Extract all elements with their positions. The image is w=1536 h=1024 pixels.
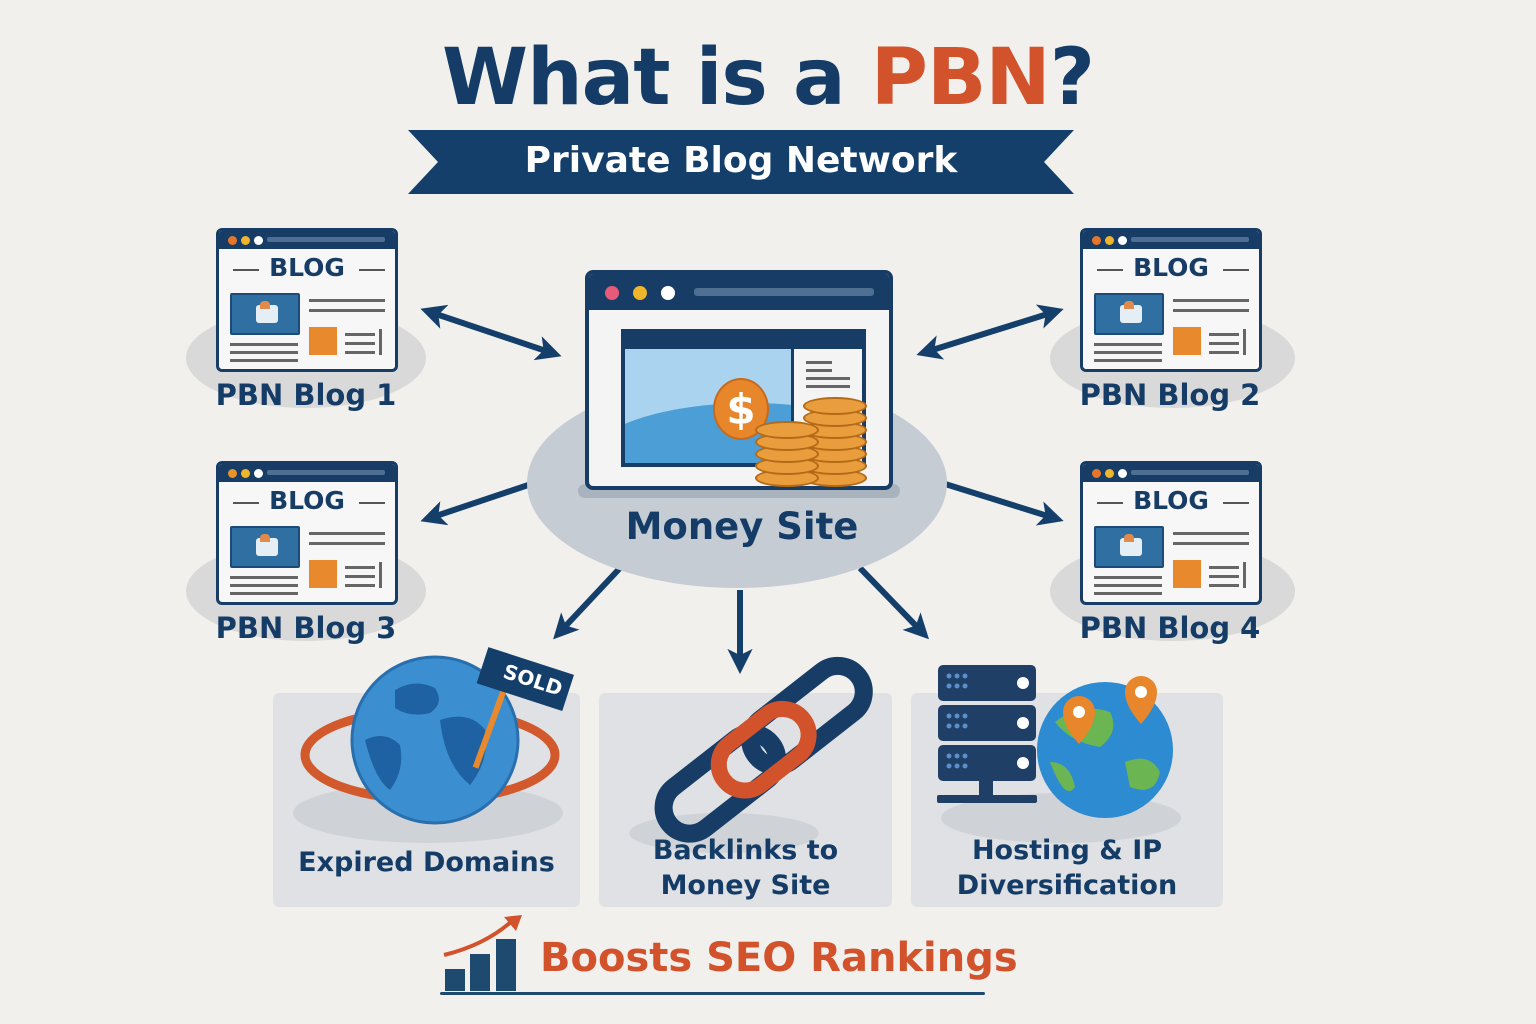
feature-label-line2: Money Site (660, 870, 831, 901)
image-icon (1094, 526, 1164, 568)
globe-sold-sign-icon (300, 647, 574, 825)
subtitle: Private Blog Network (524, 140, 958, 181)
image-icon (1094, 293, 1164, 335)
money-site-label: Money Site (625, 505, 859, 548)
blog-label: PBN Blog 4 (1079, 611, 1261, 645)
subtitle-ribbon (408, 130, 1074, 194)
title-suffix: ? (1049, 33, 1095, 123)
blog-label: PBN Blog 3 (215, 611, 397, 645)
server-globe-icon (937, 665, 1173, 818)
blog-label: PBN Blog 2 (1079, 378, 1261, 412)
coin-stack-icon (755, 395, 875, 495)
blog-heading: BLOG (1133, 253, 1209, 282)
seo-underline (440, 992, 985, 995)
url-bar (694, 288, 874, 296)
orange-square-icon (309, 560, 337, 588)
arrow-blog2-money (916, 304, 1064, 360)
arrow-blog1-money (420, 304, 562, 361)
feature-label-line2: Diversification (956, 870, 1178, 901)
pbn-blog-2[interactable]: BLOG PBN Blog 2 (1050, 228, 1320, 428)
pbn-blog-3[interactable]: BLOG PBN Blog 3 (186, 461, 456, 661)
feature-label-line1: Hosting & IP (971, 835, 1163, 866)
orange-square-icon (1173, 560, 1201, 588)
feature-label-line1: Backlinks to (652, 835, 839, 866)
blog-heading: BLOG (269, 253, 345, 282)
arrow-money-hosting (857, 565, 930, 640)
blog-window-icon: BLOG (1080, 461, 1262, 605)
orange-square-icon (1173, 327, 1201, 355)
blog-heading: BLOG (1133, 486, 1209, 515)
blog-window-icon: BLOG (216, 461, 398, 605)
page-title: What is a PBN? (0, 28, 1536, 128)
chain-link-icon (654, 656, 873, 843)
blog-window-icon: BLOG (216, 228, 398, 372)
arrow-blog4-money (916, 470, 1064, 526)
feature-label: Expired Domains (298, 847, 555, 878)
blog-heading: BLOG (269, 486, 345, 515)
pbn-blog-4[interactable]: BLOG PBN Blog 4 (1050, 461, 1320, 661)
pbn-blog-1[interactable]: BLOG PBN Blog 1 (186, 228, 456, 428)
dollar-icon: $ (713, 378, 769, 440)
image-icon (230, 293, 300, 335)
arrow-money-domains (553, 565, 623, 640)
growth-chart-icon (440, 915, 530, 995)
title-prefix: What is a (442, 33, 871, 123)
image-icon (230, 526, 300, 568)
blog-window-icon: BLOG (1080, 228, 1262, 372)
boosts-seo-label: Boosts SEO Rankings (540, 935, 1018, 981)
orange-square-icon (309, 327, 337, 355)
title-accent: PBN (870, 33, 1051, 123)
blog-label: PBN Blog 1 (215, 378, 397, 412)
